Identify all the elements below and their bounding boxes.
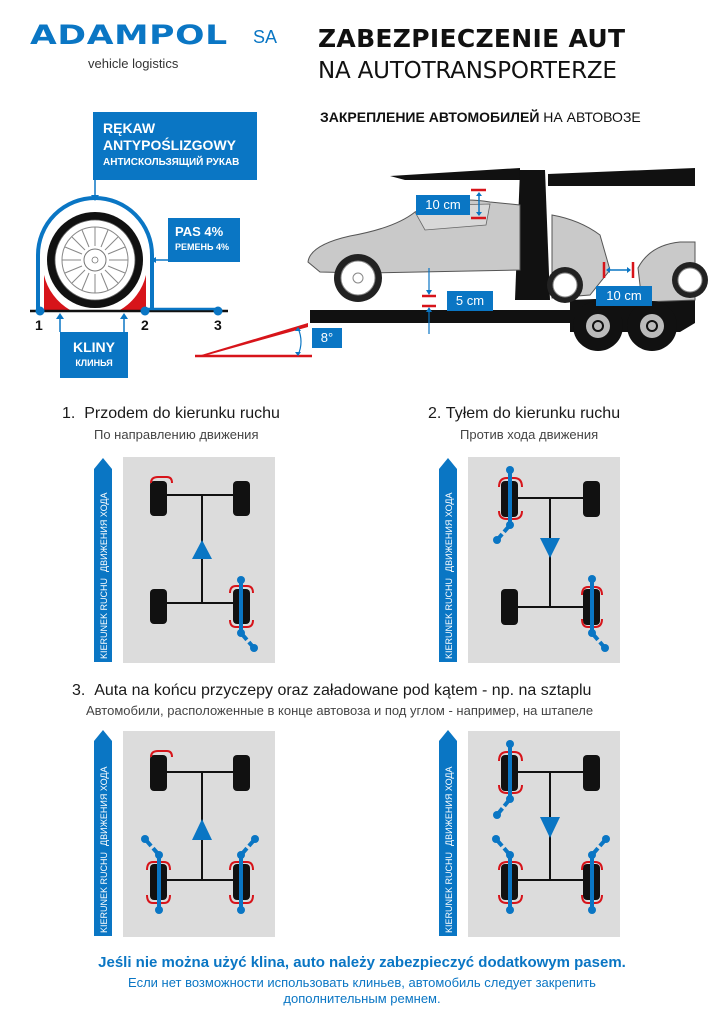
diagram-forward-svg: KIERUNEK RUCHUДВИЖЕНИЯ ХОДА [94, 457, 275, 663]
section-2-title-pl: Tyłem do kierunku ruchu [445, 405, 621, 422]
wheel-fr-icon [583, 755, 600, 791]
sleeve-fl-icon [150, 476, 173, 484]
diagram-backward: KIERUNEK RUCHUДВИЖЕНИЯ ХОДА [435, 455, 630, 665]
footer-note-ru-line2: дополнительным ремнем. [283, 991, 441, 1006]
wedge-front-icon [120, 275, 146, 310]
rim-spokes [61, 226, 129, 294]
wheel-rl-icon [150, 589, 167, 624]
diagram-end-forward-svg: KIERUNEK RUCHUДВИЖЕНИЯ ХОДА [94, 730, 275, 937]
point-2-label: 2 [141, 317, 149, 333]
wedges-label: KLINY КЛИНЬЯ [60, 332, 128, 378]
logo-wordmark: ADAMPOL [30, 20, 228, 51]
section-3-title: 3. Auta na końcu przyczepy oraz załadowa… [72, 683, 591, 699]
sleeve-label-ru: АНТИСКОЛЬЗЯЩИЙ РУКАВ [103, 157, 240, 168]
wheel-fl-icon [150, 755, 167, 791]
strap-label-pl: PAS 4% [175, 224, 224, 239]
wedge-rear-icon [44, 275, 70, 310]
point-1-label: 1 [35, 317, 43, 333]
point-3-icon [213, 306, 223, 316]
direction-arrow [439, 458, 457, 662]
ramp-angle-label: 8° [312, 328, 342, 348]
page-subtitle: NA AUTOTRANSPORTERZE [318, 58, 617, 84]
point-1-icon [35, 306, 45, 316]
lower-deck [310, 310, 570, 323]
wedges-label-pl: KLINY [73, 339, 115, 355]
page-title-ru: ЗАКРЕПЛЕНИЕ АВТОМОБИЛЕЙ НА АВТОВОЗЕ [320, 110, 641, 124]
car-gap-label: 10 cm [596, 286, 652, 306]
strap-label-ru: РЕМЕНЬ 4% [175, 242, 229, 252]
logo-suffix: SA [253, 27, 278, 47]
diagram-panel [123, 457, 275, 663]
direction-label: KIERUNEK RUCHUДВИЖЕНИЯ ХОДА [444, 767, 454, 933]
transporter-diagram [195, 168, 708, 358]
section-2-number: 2. [428, 405, 442, 422]
ramp-angle-arc [297, 327, 302, 356]
roof-clearance-label: 10 cm [416, 195, 470, 215]
section-3-title-ru: Автомобили, расположенные в конце автово… [86, 703, 594, 718]
diagram-end-backward: KIERUNEK RUCHUДВИЖЕНИЯ ХОДА [435, 727, 630, 939]
upper-deck [390, 168, 520, 180]
diagram-end-forward: KIERUNEK RUCHUДВИЖЕНИЯ ХОДА [90, 727, 285, 939]
ground-clearance-label: 5 cm [447, 291, 493, 311]
deck-post [515, 170, 550, 300]
sleeve-arc [36, 196, 154, 310]
section-1-number: 1. [62, 405, 76, 422]
diagram-end-backward-svg: KIERUNEK RUCHUДВИЖЕНИЯ ХОДА [439, 730, 620, 937]
upper-deck-rear [548, 168, 695, 186]
wheel-fr-icon [583, 481, 600, 517]
footer-note-ru-line1: Если нет возможности использовать клинье… [128, 975, 596, 990]
travel-direction-arrow [192, 819, 212, 840]
point-3-label: 3 [214, 317, 222, 333]
wheel-fr-icon [233, 481, 250, 516]
diagram-backward-svg: KIERUNEK RUCHUДВИЖЕНИЯ ХОДА [439, 457, 620, 663]
section-3-number: 3. [72, 682, 86, 699]
travel-direction-arrow [540, 817, 560, 838]
section-1-title-ru: По направлению движения [94, 427, 259, 442]
section-3-title-pl: Auta na końcu przyczepy oraz załadowane … [94, 682, 592, 699]
direction-arrow [94, 458, 112, 662]
footer-note-pl: Jeśli nie można użyć klina, auto należy … [98, 954, 626, 971]
wheel-rl-icon [501, 589, 518, 625]
sleeve-label-pl-1: RĘKAW [103, 120, 156, 136]
direction-label: KIERUNEK RUCHUДВИЖЕНИЯ ХОДА [444, 493, 454, 659]
section-1-title: 1. Przodem do kierunku ruchu [62, 406, 280, 422]
direction-label: KIERUNEK RUCHUДВИЖЕНИЯ ХОДА [99, 767, 109, 933]
strap-label: PAS 4% РЕМЕНЬ 4% [168, 218, 240, 262]
travel-direction-arrow [540, 538, 560, 558]
ramp-icon [198, 323, 308, 356]
diagram-forward: KIERUNEK RUCHUДВИЖЕНИЯ ХОДА [90, 455, 285, 665]
footer-note-ru: Если нет возможности использовать клинье… [0, 975, 724, 1007]
direction-label: KIERUNEK RUCHUДВИЖЕНИЯ ХОДА [99, 493, 109, 659]
wheel-fl-icon [150, 481, 167, 516]
section-2-title-ru: Против хода движения [460, 427, 599, 442]
sleeve-label-pl-2: ANTYPOŚLIZGOWY [103, 137, 236, 153]
point-2-icon [140, 306, 150, 316]
wheel-diagram [30, 180, 228, 332]
direction-arrow [439, 730, 457, 936]
section-2-title: 2. Tyłem do kierunku ruchu [428, 406, 620, 422]
travel-direction-arrow [192, 540, 212, 559]
page-title-ru-bold: ЗАКРЕПЛЕНИЕ АВТОМОБИЛЕЙ [320, 109, 540, 125]
page-title: ZABEZPIECZENIE AUT [318, 24, 626, 53]
direction-arrow [94, 730, 112, 936]
sleeve-label: RĘKAW ANTYPOŚLIZGOWY АНТИСКОЛЬЗЯЩИЙ РУКА… [93, 112, 257, 180]
wheel-fr-icon [233, 755, 250, 791]
logo-tagline: vehicle logistics [88, 56, 179, 71]
page-title-ru-regular: НА АВТОВОЗЕ [543, 109, 641, 125]
wedges-label-ru: КЛИНЬЯ [75, 358, 113, 368]
section-1-title-pl: Przodem do kierunku ruchu [84, 405, 280, 422]
